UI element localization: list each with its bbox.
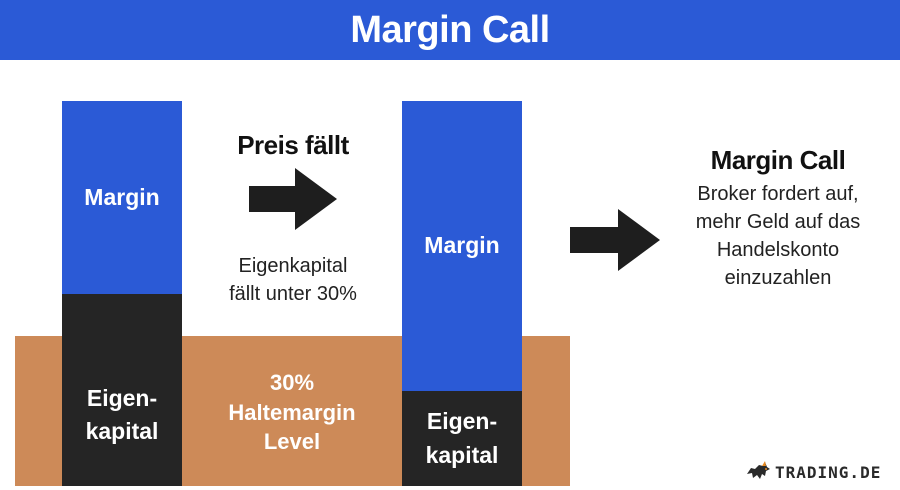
trading-de-logo: TRADING.DE (745, 460, 881, 484)
right-margin-label: Margin (424, 232, 500, 259)
header-banner: Margin Call (0, 0, 900, 60)
result-arrow-icon (570, 209, 660, 271)
page-title: Margin Call (350, 8, 550, 51)
price-falls-heading: Preis fällt (237, 130, 349, 160)
right-equity-label: Eigen- kapital (425, 408, 499, 468)
right-equity-block: Eigen- kapital (402, 391, 522, 486)
left-margin-label: Margin (84, 183, 160, 210)
equity-falls-text: Eigenkapital fällt unter 30% (229, 255, 357, 305)
margin-call-heading: Margin Call (710, 145, 846, 175)
logo-text: TRADING.DE (775, 462, 882, 482)
left-equity-label: Eigen- kapital (85, 384, 159, 444)
left-margin-block: Margin (62, 101, 182, 294)
right-arrow-icon (249, 168, 337, 230)
bull-icon (747, 461, 770, 479)
right-margin-block: Margin (402, 101, 522, 391)
margin-call-description: Broker fordert auf, mehr Geld auf das Ha… (695, 183, 861, 289)
left-equity-block: Eigen- kapital (62, 294, 182, 486)
maintenance-margin-label: 30% Haltemargin Level (228, 370, 356, 455)
